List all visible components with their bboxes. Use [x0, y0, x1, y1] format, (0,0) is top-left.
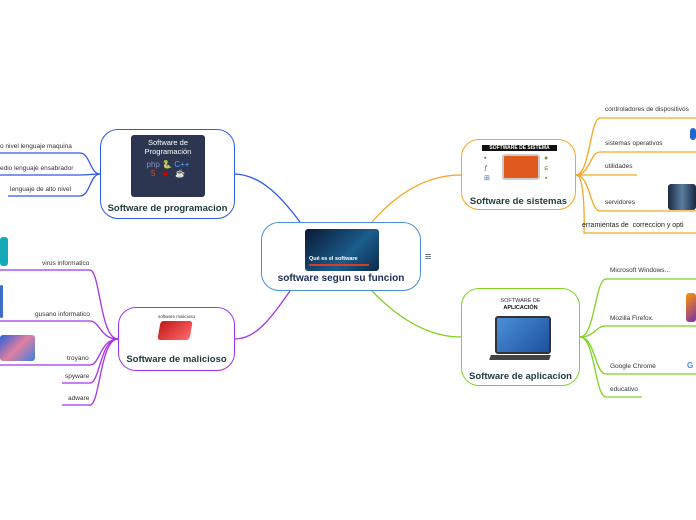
sistemas-title: Software de sistemas — [469, 196, 568, 207]
leaf-item-herramientas[interactable]: erramientas de correccion y opti — [582, 222, 684, 229]
leaf-item[interactable]: educativo — [610, 386, 638, 393]
branch-malicioso[interactable]: software malicioso Software de malicioso — [118, 307, 235, 371]
leaf-item[interactable]: Mozilla Firefox. — [610, 315, 654, 322]
troyano-image — [0, 335, 35, 361]
aplicacion-image-caption-bold: APLICACIÓN — [503, 305, 538, 311]
aplicacion-image-caption: SOFTWARE DE — [500, 298, 541, 304]
central-image: Qué es el software — [305, 229, 379, 271]
leaf-item[interactable]: gusano informatico — [35, 311, 90, 318]
programacion-title: Software de programacion — [107, 203, 228, 214]
malicioso-title: Software de malicioso — [126, 354, 227, 365]
central-title: software segun su funcion — [277, 273, 405, 284]
aplicacion-image — [495, 316, 551, 354]
leaf-item[interactable]: spyware — [65, 373, 90, 380]
malicioso-image — [157, 321, 193, 340]
leaf-item[interactable]: adware — [68, 395, 90, 402]
google-logo: G — [687, 361, 694, 370]
firefox-image — [686, 293, 696, 322]
central-image-caption: Qué es el software — [309, 256, 358, 262]
aplicacion-title: Software de aplicacion — [469, 371, 572, 382]
os-icons: ▪ƒ⊞ — [484, 155, 490, 182]
leaf-item[interactable]: o nivel lenguaje maquina — [0, 143, 72, 150]
servidores-image — [668, 184, 696, 210]
leaf-item[interactable]: sistemas operativos — [605, 140, 663, 147]
leaf-item[interactable]: controladores de dispositivos — [605, 106, 689, 113]
branch-programacion[interactable]: Software de Programación php 🐍 C++ 5 ◆ ☕… — [100, 129, 235, 219]
leaf-item[interactable]: troyano — [67, 355, 89, 362]
branch-sistemas[interactable]: SOFTWARE DE SISTEMA ▪ƒ⊞ ●ɕ▪ Software de … — [461, 139, 576, 210]
leaf-item[interactable]: Microsoft Windows... — [610, 267, 670, 274]
branch-aplicacion[interactable]: SOFTWARE DE APLICACIÓN Software de aplic… — [461, 288, 580, 386]
leaf-item[interactable]: servidores — [605, 199, 635, 206]
hamburger-icon[interactable]: ≡ — [425, 251, 432, 263]
central-topic[interactable]: Qué es el software software segun su fun… — [261, 222, 421, 291]
leaf-item[interactable]: edio lenguaje ensabrador — [0, 165, 74, 172]
leaf-item[interactable]: lenguaje de alto nivel — [10, 186, 72, 193]
virus-image — [0, 237, 8, 266]
gusano-image — [0, 285, 3, 318]
os-image — [690, 128, 696, 140]
sistemas-image-caption: SOFTWARE DE SISTEMA — [482, 145, 557, 151]
leaf-item[interactable]: virus informatico — [42, 260, 90, 267]
programacion-image: Software de Programación php 🐍 C++ 5 ◆ ☕ — [131, 135, 205, 197]
sistemas-image — [502, 154, 540, 180]
leaf-item[interactable]: Google Chrome — [610, 363, 656, 370]
leaf-item[interactable]: utilidades — [605, 163, 633, 170]
malicioso-image-caption: software malicioso — [157, 314, 195, 319]
os-icons-right: ●ɕ▪ — [544, 155, 549, 182]
